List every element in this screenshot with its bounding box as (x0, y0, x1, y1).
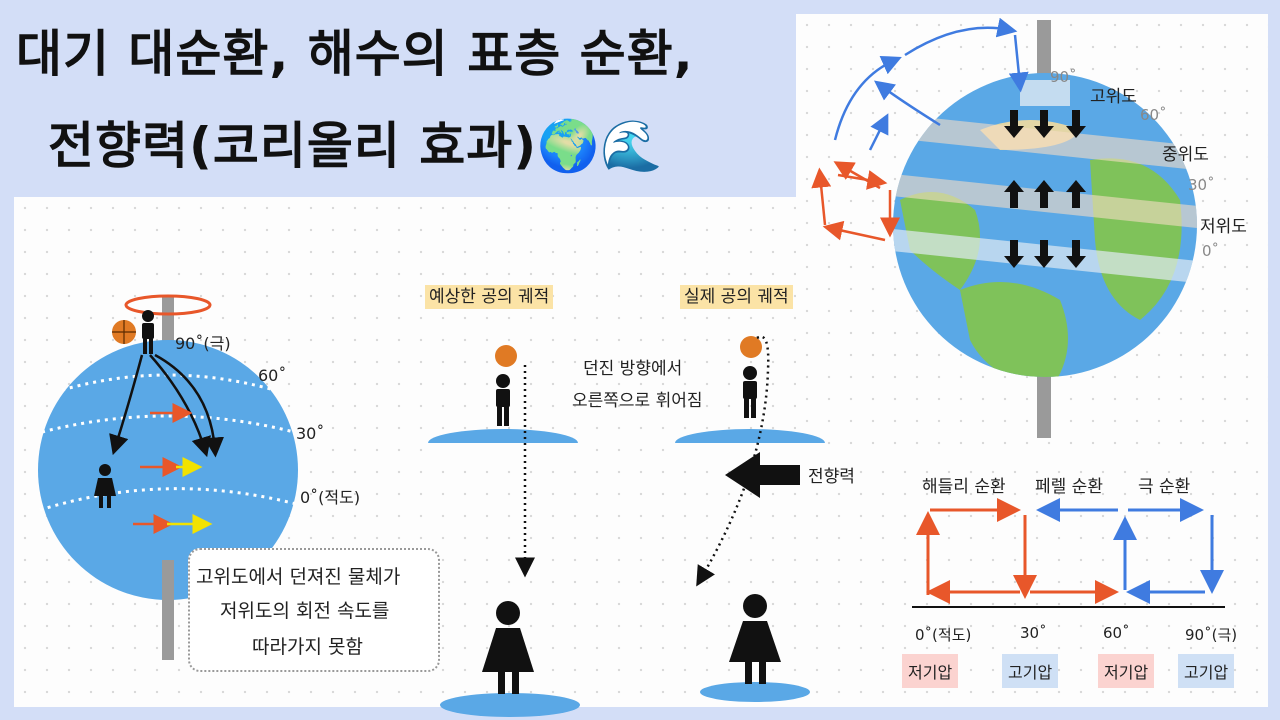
axis-label-90: 90˚(극) (1185, 626, 1238, 644)
receiver-person-icon (94, 464, 116, 508)
title-line-1: 대기 대순환, 해수의 표층 순환, (16, 25, 694, 83)
basketball-icon (495, 345, 517, 367)
lat-label-0: 0˚(적도) (300, 488, 361, 507)
zone-label-low: 저위도 (1200, 217, 1247, 237)
lat-label-30: 30˚ (296, 424, 325, 443)
thrower-person-icon (496, 374, 510, 426)
pressure-badge-high: 고기압 (1178, 654, 1235, 688)
zone-label-mid: 중위도 (1162, 145, 1209, 165)
pressure-badge-low: 저기압 (902, 654, 959, 688)
title-banner: 대기 대순환, 해수의 표층 순환, 전향력(코리올리 효과)🌍🌊 (0, 0, 800, 196)
cell-label-hadley: 해들리 순환 (922, 477, 1006, 497)
globe-lat-0: 0˚ (1202, 242, 1220, 260)
receiver-person-icon (729, 594, 781, 684)
pressure-badge-low: 저기압 (1098, 654, 1155, 688)
thrower-person-icon (142, 310, 154, 354)
rotation-arrow-icon (124, 294, 212, 316)
axis-label-30: 30˚ (1020, 624, 1047, 642)
receiver-person-icon (482, 601, 534, 694)
wind-arrows (1004, 110, 1086, 268)
lat-label-90: 90˚(극) (175, 334, 231, 353)
callout-bubble (188, 548, 440, 672)
zone-label-high: 고위도 (1090, 87, 1137, 107)
cell-label-polar: 극 순환 (1138, 477, 1191, 497)
deflect-note-line-2: 오른쪽으로 휘어짐 (572, 391, 703, 411)
coriolis-force-label: 전향력 (808, 467, 855, 487)
pressure-badge-high: 고기압 (1002, 654, 1059, 688)
axis-label-0: 0˚(적도) (915, 626, 972, 644)
globe-lat-30: 30˚ (1188, 176, 1215, 194)
lat-label-60: 60˚ (258, 366, 287, 385)
right-globe (811, 17, 1197, 438)
globe-lat-60: 60˚ (1140, 106, 1167, 124)
callout-line-1: 고위도에서 던져진 물체가 (196, 566, 401, 588)
circulation-chart (912, 498, 1225, 608)
basketball-icon (740, 336, 762, 358)
actual-trajectory (675, 335, 825, 702)
coriolis-force-arrow-icon (725, 452, 800, 498)
deflect-note-line-1: 던진 방향에서 (583, 359, 683, 379)
globe-lat-90: 90˚ (1050, 68, 1077, 86)
actual-trajectory-label: 실제 공의 궤적 (680, 282, 793, 309)
left-globe (38, 294, 301, 660)
expected-trajectory (428, 345, 580, 717)
thrower-person-icon (743, 366, 757, 418)
callout-line-2: 저위도의 회전 속도를 (220, 600, 390, 622)
cell-label-ferrel: 페렐 순환 (1035, 477, 1103, 497)
axis-label-60: 60˚ (1103, 624, 1130, 642)
callout-line-3: 따라가지 못함 (252, 636, 363, 658)
title-line-2: 전향력(코리올리 효과)🌍🌊 (48, 117, 664, 175)
expected-trajectory-label: 예상한 공의 궤적 (425, 282, 554, 309)
